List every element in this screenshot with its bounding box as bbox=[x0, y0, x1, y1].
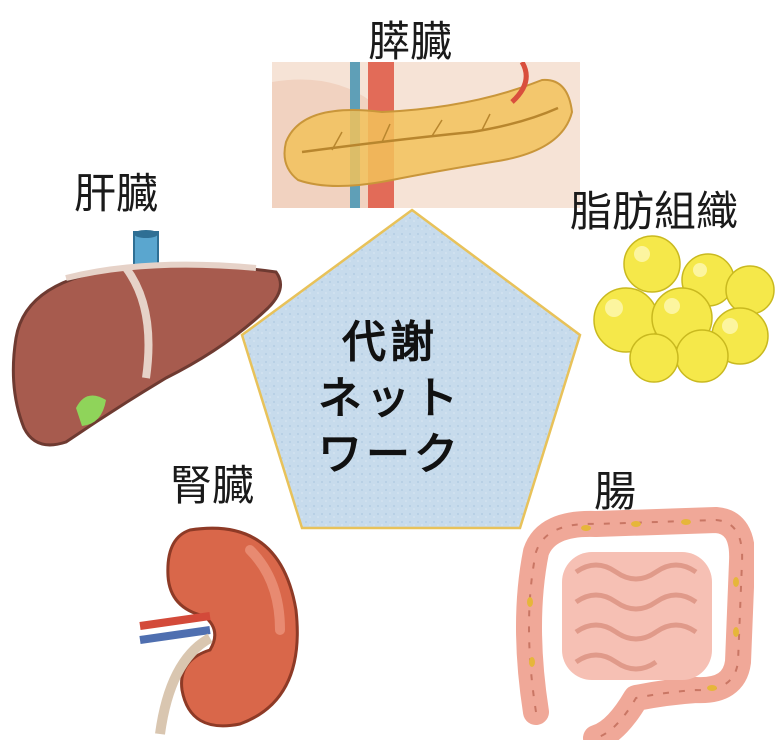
kidney-icon bbox=[139, 526, 299, 735]
intestine-label: 腸 bbox=[594, 467, 637, 516]
adipose-tissue-icon bbox=[593, 235, 775, 383]
liver-label: 肝臓 bbox=[74, 169, 159, 218]
adipose-label: 脂肪組織 bbox=[570, 187, 739, 236]
center-title-line2: ネット bbox=[318, 373, 462, 424]
pancreas-icon bbox=[272, 62, 580, 208]
kidney-label: 腎臓 bbox=[170, 461, 255, 510]
intestine-icon bbox=[516, 507, 754, 740]
center-title-line1: 代謝 bbox=[342, 317, 438, 368]
liver-icon bbox=[11, 230, 282, 447]
pancreas-label: 膵臓 bbox=[368, 17, 453, 66]
center-title-line3: ワーク bbox=[318, 429, 462, 480]
center-title: 代謝 ネット ワーク bbox=[300, 315, 480, 483]
